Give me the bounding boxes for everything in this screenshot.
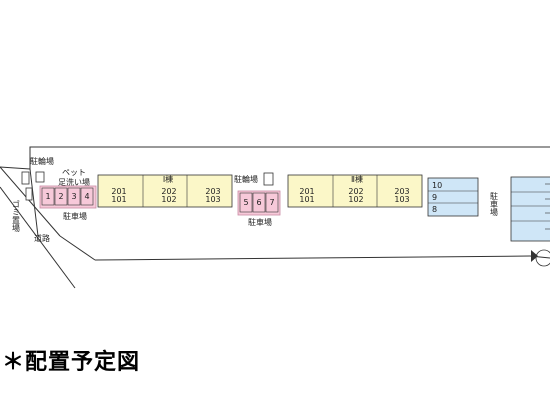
parking-space-number: 7 xyxy=(269,198,274,207)
site-boundary xyxy=(0,146,550,289)
parking-area-mid: 5 6 7 駐車場 xyxy=(237,190,281,227)
parking-space-number: 8 xyxy=(432,205,437,214)
parking-right-label: 駐車場 xyxy=(490,191,499,217)
parking-space xyxy=(54,187,68,206)
garbage-area: ゴミ置場 xyxy=(12,187,33,233)
road-label: 道路 xyxy=(34,233,50,243)
unit-lower: 103 xyxy=(394,195,409,204)
unit-upper: 203 xyxy=(205,187,220,196)
parking-space-number: 3 xyxy=(71,192,76,201)
north-arrow-icon xyxy=(529,249,550,267)
parking-space xyxy=(252,192,266,213)
garbage-area-label: ゴミ置場 xyxy=(12,199,21,233)
bicycle-parking-mid-label: 駐輪場 xyxy=(234,174,258,184)
parking-area-right: 10 9 8 xyxy=(427,177,479,217)
parking-area-left: 1 2 3 4 駐車場 xyxy=(39,185,97,221)
unit-lower: 102 xyxy=(161,195,176,204)
parking-space-number: 5 xyxy=(243,198,248,207)
parking-space xyxy=(41,187,55,206)
parking-mid-label: 駐車場 xyxy=(248,217,272,227)
bicycle-parking-left: 駐輪場 xyxy=(21,156,54,185)
unit-upper: 203 xyxy=(394,187,409,196)
page-title: ＊配置予定図 xyxy=(2,350,141,375)
pet-foot-wash-area: ペット 足洗い場 xyxy=(58,168,90,187)
building-2-name: Ⅱ棟 xyxy=(351,174,363,184)
parking-space-number: 4 xyxy=(84,192,89,201)
unit-upper: 201 xyxy=(111,187,126,196)
bicycle-parking-mid: 駐輪場 xyxy=(234,172,274,186)
parking-space-number: 2 xyxy=(58,192,63,201)
parking-block-right xyxy=(427,177,479,217)
unit-lower: 102 xyxy=(348,195,363,204)
unit-lower: 103 xyxy=(205,195,220,204)
unit-upper: 201 xyxy=(299,187,314,196)
parking-area-far-right xyxy=(510,176,550,242)
foot-wash-label: 足洗い場 xyxy=(58,177,90,187)
parking-space-number: 10 xyxy=(432,181,442,190)
unit-lower: 101 xyxy=(299,195,314,204)
parking-space xyxy=(67,187,81,206)
parking-space-number: 9 xyxy=(432,193,437,202)
unit-upper: 202 xyxy=(161,187,176,196)
parking-space xyxy=(80,187,94,206)
parking-space xyxy=(265,192,279,213)
building-2: Ⅱ棟 201 101 202 102 203 103 xyxy=(287,174,423,208)
parking-left-label: 駐車場 xyxy=(63,211,87,221)
building-1: Ⅰ棟 201 101 202 102 203 103 xyxy=(97,174,233,208)
parking-space-number: 1 xyxy=(45,192,50,201)
unit-lower: 101 xyxy=(111,195,126,204)
pet-label: ペット xyxy=(62,168,86,177)
parking-space xyxy=(239,192,253,213)
unit-upper: 202 xyxy=(348,187,363,196)
bicycle-parking-left-label: 駐輪場 xyxy=(30,156,54,166)
parking-space-number: 6 xyxy=(256,198,261,207)
building-1-name: Ⅰ棟 xyxy=(163,174,173,184)
